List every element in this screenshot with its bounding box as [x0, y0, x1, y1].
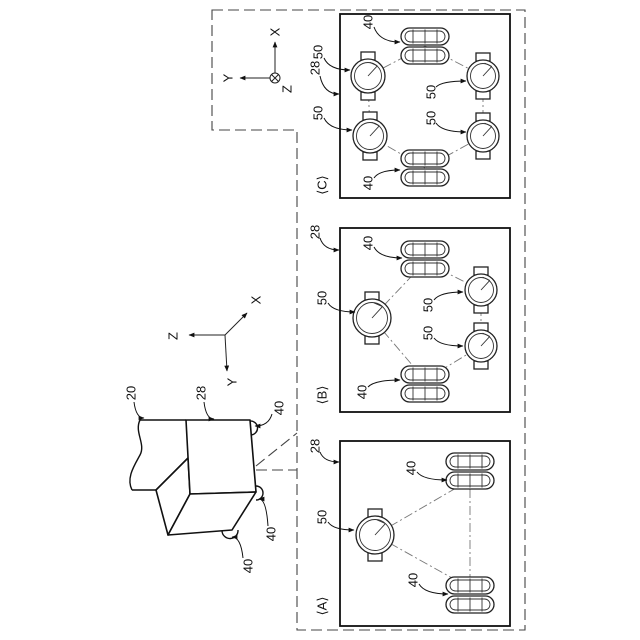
axis-label-y: Y [221, 73, 236, 82]
label-50: 50 [311, 45, 326, 59]
view-label-b: ⟨B⟩ [315, 386, 330, 405]
view-label-a: ⟨A⟩ [315, 597, 330, 616]
label-40: 40 [404, 461, 419, 475]
label-40: 40 [272, 401, 287, 415]
label-28: 28 [308, 61, 323, 75]
y-axis-arrow [225, 335, 227, 371]
label-50: 50 [311, 106, 326, 120]
leader-line [232, 537, 243, 558]
leader-line [320, 452, 339, 462]
axis-triad-top [240, 42, 280, 83]
x-axis-arrow [225, 313, 247, 335]
axis-label-z: Z [280, 85, 295, 93]
leader-line [320, 76, 339, 94]
label-40: 40 [355, 385, 370, 399]
leader-line [320, 238, 339, 250]
isometric-object [130, 420, 263, 539]
axis-label-x: X [249, 295, 264, 304]
label-28: 28 [308, 439, 323, 453]
label-50: 50 [424, 85, 439, 99]
label-40: 40 [406, 573, 421, 587]
box-top-face [186, 420, 256, 494]
label-50: 50 [315, 510, 330, 524]
label-50: 50 [421, 326, 436, 340]
leader-line [255, 414, 272, 426]
axis-triad-center [189, 313, 247, 371]
projection-line [256, 433, 297, 466]
label-50: 50 [424, 111, 439, 125]
label-50: 50 [315, 291, 330, 305]
axis-label-y: Y [225, 377, 240, 386]
label-40: 40 [241, 559, 256, 573]
label-28: 28 [194, 386, 209, 400]
label-40: 40 [361, 176, 376, 190]
label-20: 20 [124, 386, 139, 400]
view-label-c: ⟨C⟩ [315, 175, 330, 195]
break-line [130, 420, 142, 490]
leader-line [259, 499, 268, 526]
label-40: 40 [264, 527, 279, 541]
leader-line [204, 402, 214, 419]
label-50: 50 [421, 298, 436, 312]
label-40: 40 [361, 15, 376, 29]
z-axis-cross-mark [272, 75, 279, 82]
foot-bump [256, 486, 263, 500]
label-40: 40 [361, 236, 376, 250]
leader-line [134, 402, 144, 418]
axis-label-z: Z [166, 332, 181, 340]
label-28: 28 [308, 225, 323, 239]
axis-label-x: X [268, 27, 283, 36]
